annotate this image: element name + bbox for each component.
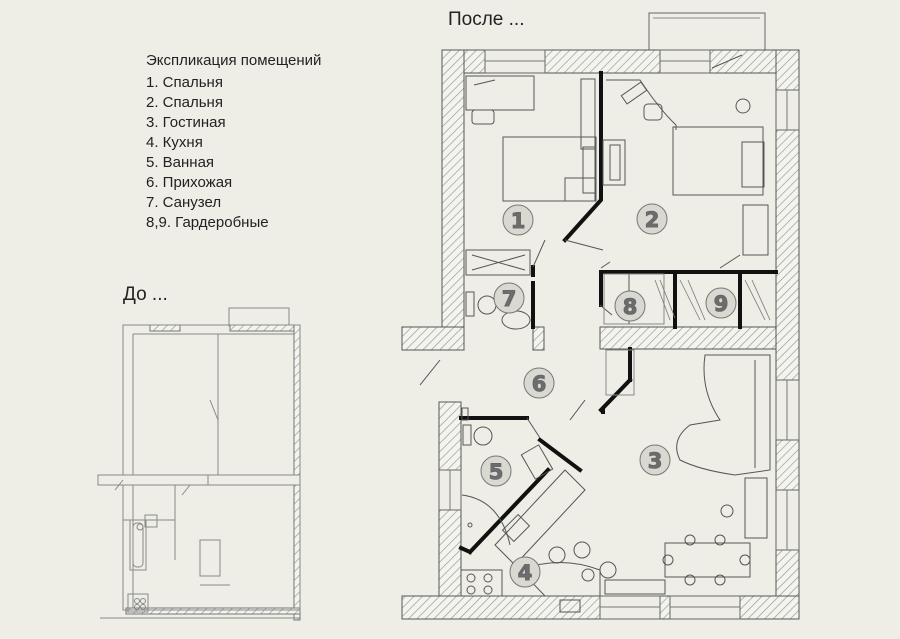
legend-item: 4. Кухня — [146, 134, 203, 151]
svg-text:7: 7 — [502, 287, 517, 311]
bedroom-2-furniture — [602, 79, 769, 325]
room-badge-3: 3 — [639, 444, 671, 476]
partitions — [458, 71, 778, 555]
room-badge-6: 6 — [523, 367, 555, 399]
legend-item: 5. Ванная — [146, 154, 215, 171]
legend-item: 2. Спальня — [146, 94, 223, 111]
svg-text:2: 2 — [645, 208, 660, 232]
legend-item: 8,9. Гардеробные — [146, 214, 269, 231]
legend-item: 7. Санузел — [146, 194, 222, 211]
legend-item: 6. Прихожая — [146, 174, 233, 191]
plan-after: 1 2 3 4 5 6 7 8 9 — [401, 12, 800, 620]
svg-text:9: 9 — [714, 292, 729, 316]
room-badge-5: 5 — [480, 455, 512, 487]
svg-text:4: 4 — [518, 561, 533, 585]
bedroom-1-furniture — [465, 75, 597, 276]
svg-text:5: 5 — [489, 460, 504, 484]
plan-before-title: До ... — [123, 284, 168, 305]
room-badge-1: 1 — [502, 204, 534, 236]
balcony — [648, 12, 766, 51]
svg-text:3: 3 — [648, 449, 663, 473]
legend-heading: Экспликация помещений — [146, 52, 322, 69]
living-room-furniture — [604, 349, 771, 595]
svg-text:1: 1 — [511, 209, 526, 233]
svg-text:6: 6 — [532, 372, 547, 396]
wardrobe-hatching — [654, 279, 771, 321]
legend-item: 3. Гостиная — [146, 114, 226, 131]
bathroom-fixtures — [461, 407, 554, 546]
room-badge-7: 7 — [493, 282, 525, 314]
plan-before — [97, 307, 301, 621]
room-badge-8: 8 — [614, 290, 646, 322]
plan-after-title: После ... — [448, 9, 525, 30]
legend-item: 1. Спальня — [146, 74, 223, 91]
svg-text:8: 8 — [623, 295, 638, 319]
room-badge-9: 9 — [705, 287, 737, 319]
kitchen-fixtures — [460, 469, 617, 613]
room-badge-4: 4 — [509, 556, 541, 588]
room-legend: Экспликация помещений 1. Спальня 2. Спал… — [146, 51, 321, 233]
room-badge-2: 2 — [636, 203, 668, 235]
room-badges: 1 2 3 4 5 6 7 8 9 — [480, 203, 737, 588]
